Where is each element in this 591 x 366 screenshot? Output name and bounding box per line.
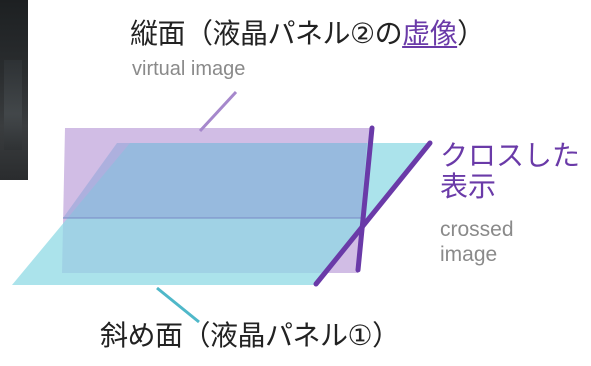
virtual-image-term: 虚像 bbox=[402, 17, 458, 50]
crossed-image-en-label: crossed image bbox=[440, 218, 514, 268]
leader-line-top bbox=[198, 90, 238, 133]
crossed-image-line bbox=[313, 140, 433, 287]
crossed-display-line1: クロスした bbox=[440, 139, 581, 172]
crossed-display-line2: 表示 bbox=[440, 170, 497, 204]
vertical-plane-label-prefix: 縦面（液晶パネル②の bbox=[130, 17, 403, 50]
vertical-plane-label-suffix: ） bbox=[457, 17, 485, 50]
vertical-plane-label: 縦面（液晶パネル②の虚像） bbox=[130, 20, 485, 48]
vertical-plane-edge bbox=[355, 125, 375, 273]
overlap-region bbox=[63, 143, 367, 218]
crossed-display-label: クロスした 表示 bbox=[440, 140, 580, 203]
slanted-plane-label: 斜め面（液晶パネル①） bbox=[100, 319, 400, 352]
background-photo-fragment bbox=[0, 0, 28, 180]
virtual-image-en-label: virtual image bbox=[132, 58, 246, 80]
leader-line-bottom bbox=[156, 286, 200, 324]
crossed-image-en-line1: crossed bbox=[440, 218, 514, 241]
background-photo-strip bbox=[4, 60, 22, 150]
crossed-image-en-line2: image bbox=[440, 242, 498, 266]
